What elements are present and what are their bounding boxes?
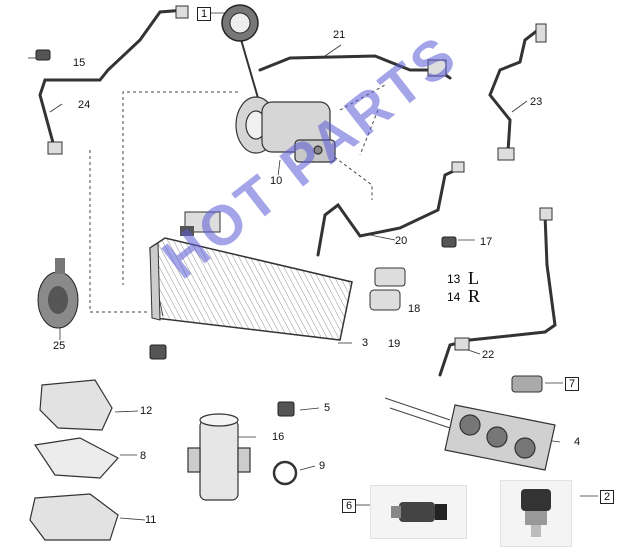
rubber-caps xyxy=(35,49,457,417)
condenser xyxy=(149,211,353,341)
air-ducts xyxy=(29,379,119,541)
refrigerant-pipes xyxy=(38,8,557,377)
part-number-12: 12 xyxy=(140,405,153,417)
part-number-2: 2 xyxy=(600,490,615,504)
part-number-15: 15 xyxy=(73,57,86,69)
part-number-3: 3 xyxy=(362,337,369,349)
temperature-switch-image xyxy=(521,489,551,537)
part-number-18: 18 xyxy=(408,303,421,315)
part-number-17: 17 xyxy=(480,236,493,248)
part-number-9: 9 xyxy=(319,460,326,472)
part-number-5: 5 xyxy=(324,402,331,414)
part-number-24: 24 xyxy=(78,99,91,111)
side-letter-right: R xyxy=(468,286,481,306)
part-number-16: 16 xyxy=(272,431,285,443)
pipe-fittings xyxy=(47,5,553,351)
part-number-6: 6 xyxy=(342,499,357,513)
temperature-switch-photo xyxy=(500,480,572,547)
side-letter-left: L xyxy=(468,268,479,288)
climate-control-panel xyxy=(384,397,556,471)
part-number-19: 19 xyxy=(388,338,401,350)
side-bracket xyxy=(369,267,406,311)
assembly-guide-lines xyxy=(89,84,386,313)
part-number-11: 11 xyxy=(145,514,157,526)
receiver-dryer xyxy=(187,413,251,501)
part-number-8: 8 xyxy=(140,450,147,462)
compressor xyxy=(235,96,336,163)
pressure-switch-photo xyxy=(370,485,467,539)
part-number-21: 21 xyxy=(333,29,346,41)
part-number-22: 22 xyxy=(482,349,495,361)
o-ring xyxy=(272,460,298,486)
part-number-13: 13 xyxy=(447,272,461,286)
part-number-23: 23 xyxy=(530,96,543,108)
switch-module xyxy=(511,375,543,393)
part-number-7: 7 xyxy=(565,377,580,391)
pressure-switch-image xyxy=(391,502,447,522)
part-number-4: 4 xyxy=(574,436,581,448)
speaker-sensor xyxy=(37,258,79,329)
part-number-20: 20 xyxy=(395,235,408,247)
clutch-ring xyxy=(221,4,259,42)
part-number-1: 1 xyxy=(197,7,212,21)
part-number-14: 14 xyxy=(447,290,461,304)
part-number-10: 10 xyxy=(270,175,283,187)
part-number-25: 25 xyxy=(53,340,66,352)
